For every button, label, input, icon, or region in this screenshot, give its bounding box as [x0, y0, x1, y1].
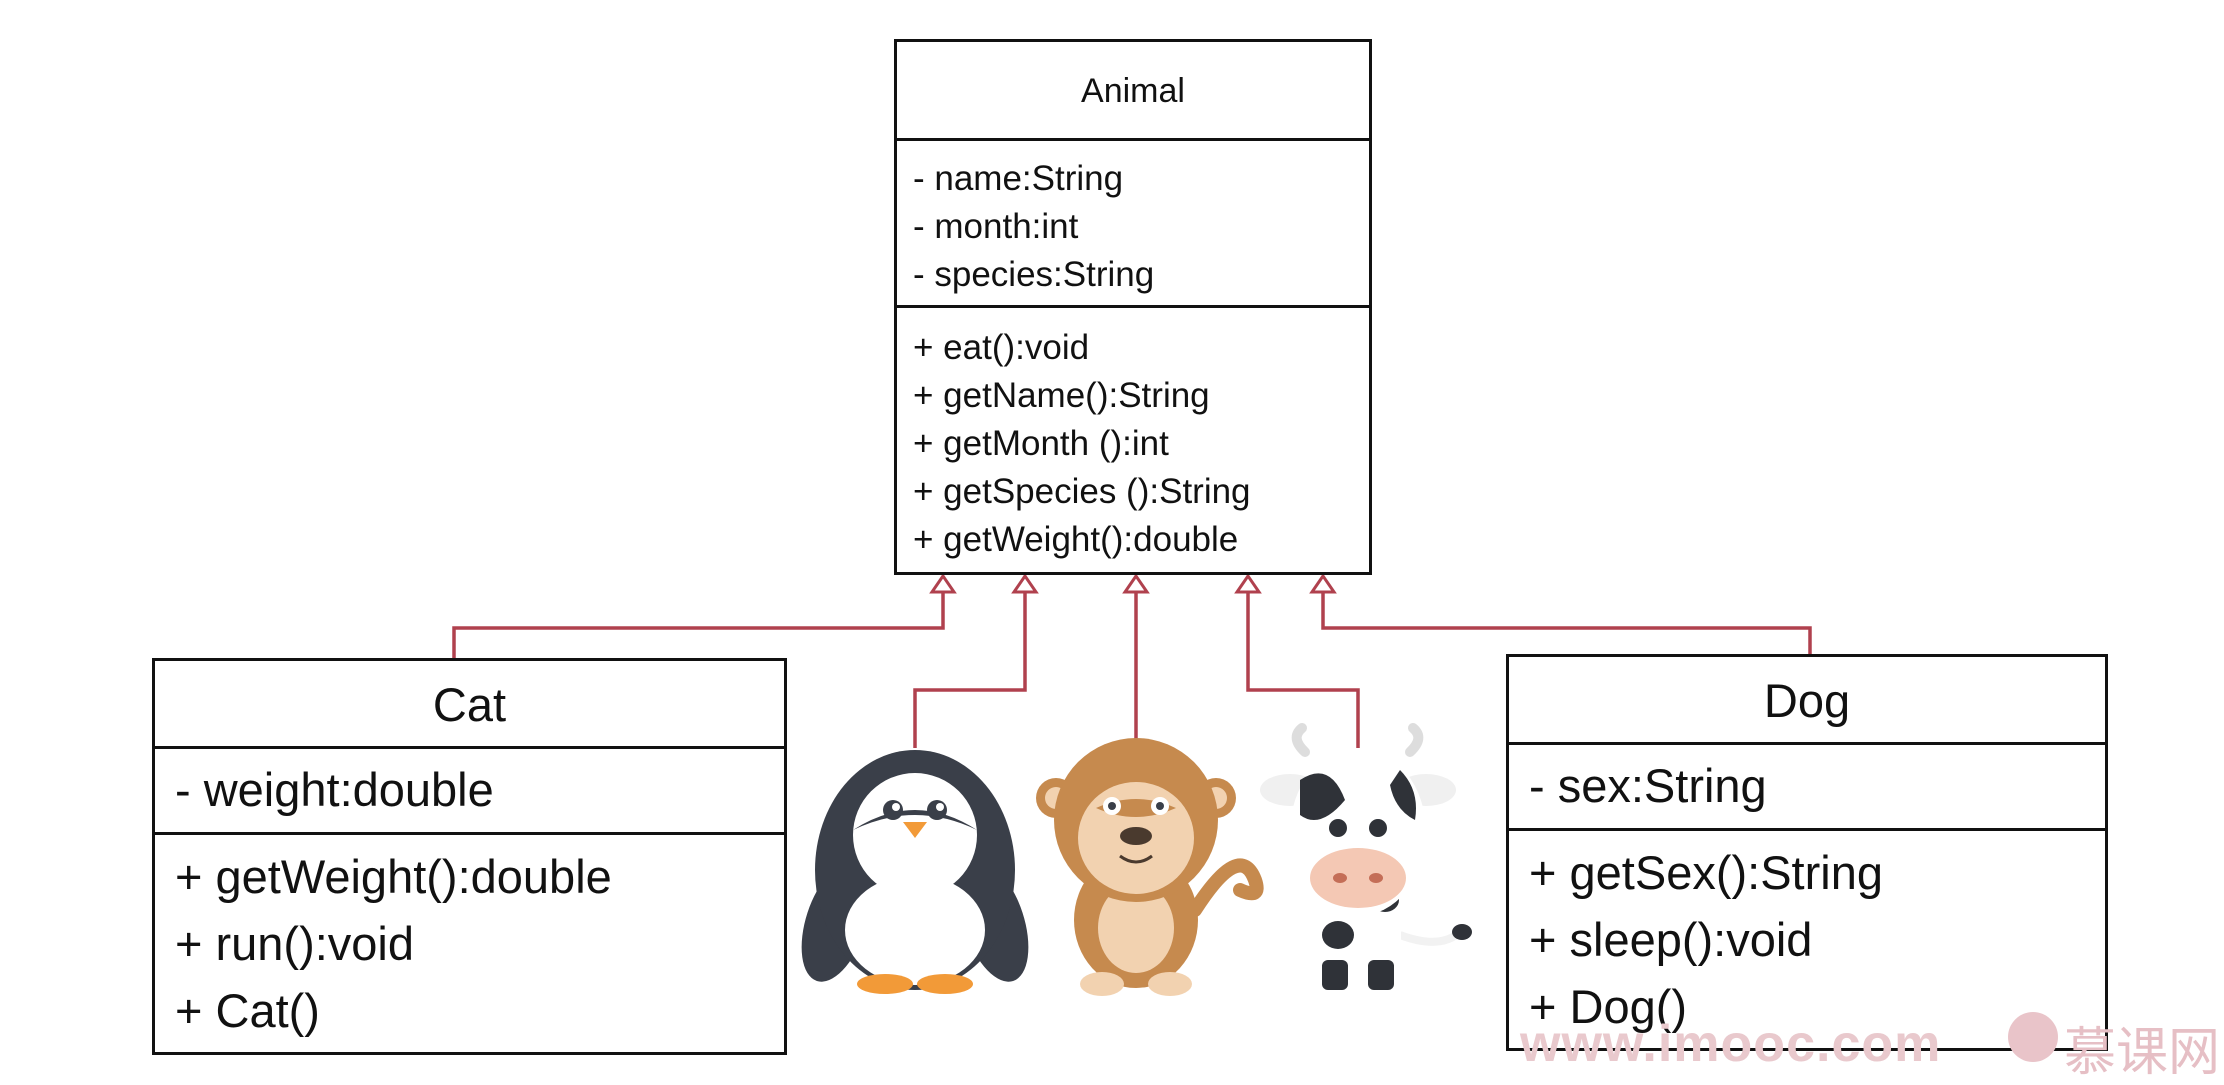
- generalization-arrowhead: [1011, 573, 1039, 594]
- generalization-arrowhead: [1309, 573, 1337, 594]
- operation-row: + getSpecies ():String: [913, 472, 1251, 511]
- cat-attributes: - weight:double: [155, 749, 784, 835]
- operation-row: + Cat(): [175, 984, 320, 1037]
- generalization-arrowhead: [1234, 573, 1262, 594]
- operation-row: + getWeight():double: [913, 520, 1239, 559]
- operation-row: + getName():String: [913, 376, 1210, 415]
- animal-operations: + eat():void + getName():String + getMon…: [897, 308, 1369, 564]
- operation-row: + getMonth ():int: [913, 424, 1169, 463]
- attribute-row: - name:String: [913, 159, 1124, 198]
- attribute-row: - sex:String: [1529, 759, 1767, 812]
- animal-attributes: - name:String - month:int - species:Stri…: [897, 141, 1369, 308]
- class-name-animal: Animal: [897, 42, 1369, 141]
- operation-row: + Dog(): [1529, 980, 1688, 1033]
- watermark-url: www.imooc.com: [1520, 1015, 1942, 1073]
- generalization-arrowhead: [929, 573, 957, 594]
- monkey-illustration: [1036, 738, 1264, 996]
- dog-attributes: - sex:String: [1509, 745, 2105, 831]
- operation-row: + getWeight():double: [175, 850, 612, 903]
- penguin-illustration: [801, 750, 1029, 994]
- operation-row: + sleep():void: [1529, 913, 1813, 966]
- attribute-row: - species:String: [913, 255, 1155, 294]
- attribute-row: - weight:double: [175, 763, 494, 816]
- attribute-row: - month:int: [913, 207, 1079, 246]
- dog-inheritance-line: [1321, 592, 1812, 654]
- penguin-inheritance-line: [913, 592, 1027, 748]
- imooc-logo-icon: [2008, 1012, 2058, 1062]
- class-name-dog: Dog: [1509, 657, 2105, 745]
- cat-operations: + getWeight():double + run():void + Cat(…: [155, 835, 784, 1044]
- class-name-cat: Cat: [155, 661, 784, 749]
- operation-row: + run():void: [175, 917, 415, 970]
- operation-row: + eat():void: [913, 328, 1090, 367]
- cat-inheritance-line: [452, 592, 945, 658]
- watermark-brand: 慕课网: [2064, 1024, 2221, 1082]
- class-box-cat: Cat - weight:double + getWeight():double…: [152, 658, 787, 1055]
- class-box-dog: Dog - sex:String + getSex():String + sle…: [1506, 654, 2108, 1051]
- operation-row: + getSex():String: [1529, 846, 1883, 899]
- cow-illustration: [1260, 723, 1472, 990]
- class-box-animal: Animal - name:String - month:int - speci…: [894, 39, 1372, 575]
- generalization-arrowhead: [1122, 573, 1150, 594]
- dog-operations: + getSex():String + sleep():void + Dog(): [1509, 831, 2105, 1040]
- cow-inheritance-line: [1246, 592, 1360, 748]
